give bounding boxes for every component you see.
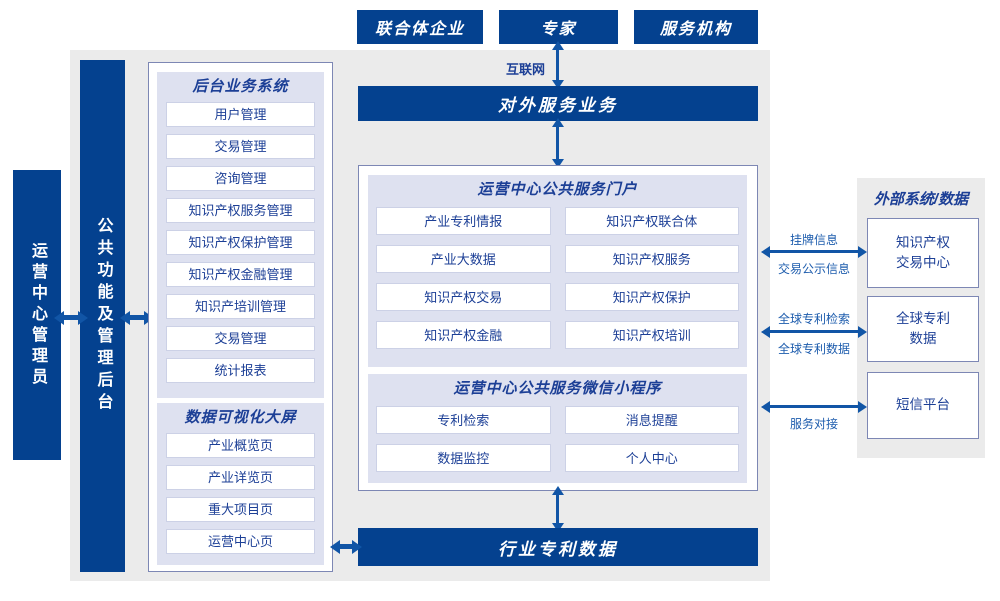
miniprogram-item: 专利检索 [376, 406, 551, 434]
portal-title: 运营中心公共服务门户 [477, 181, 638, 198]
link-label-trade-publicity-info: 交易公示信息 [777, 262, 850, 276]
dataviz-item: 产业概览页 [166, 433, 315, 458]
external-box-line: 短信平台 [896, 397, 950, 413]
portal-item: 知识产权保护 [564, 283, 739, 311]
external-box-line: 知识产权 [896, 234, 950, 250]
arrow-admin-to-backend-icon [64, 315, 78, 320]
arrow-backend-to-systems-icon [130, 315, 144, 320]
operations-admin-bar: 运营中心管理员 [13, 170, 61, 460]
portal-item: 产业专利情报 [376, 207, 551, 235]
arrow-service-to-portal-icon [556, 127, 559, 159]
arrow-portal-to-patent-data-icon [556, 495, 559, 523]
backend-item: 咨询管理 [166, 166, 315, 191]
external-systems-title: 外部系统/数据 [873, 191, 969, 208]
external-box-sms-platform: 短信平台 [867, 372, 979, 439]
link-label-global-patent-search: 全球专利检索 [777, 312, 850, 326]
actor-consortium-enterprises: 联合体企业 [357, 10, 483, 44]
arrow-dataviz-to-patent-data-icon [340, 544, 352, 549]
backend-item: 统计报表 [166, 358, 315, 383]
backend-item: 知识产权金融管理 [166, 262, 315, 287]
dataviz-item: 产业详览页 [166, 465, 315, 490]
actor-service-organizations: 服务机构 [634, 10, 758, 44]
data-visualization-title: 数据可视化大屏 [184, 409, 297, 426]
portal-item: 知识产权交易 [376, 283, 551, 311]
external-box-global-patent-data: 全球专利 数据 [867, 296, 979, 362]
portal-item: 知识产权培训 [564, 321, 739, 349]
actor-experts: 专家 [499, 10, 618, 44]
miniprogram-item: 个人中心 [564, 444, 739, 472]
external-box-line: 交易中心 [896, 255, 950, 270]
backend-business-system-panel: 后台业务系统 用户管理 交易管理 咨询管理 知识产权服务管理 知识产权保护管理 … [157, 72, 324, 398]
backend-item: 知识产权保护管理 [166, 230, 315, 255]
miniprogram-title: 运营中心公共服务微信小程序 [453, 380, 662, 397]
backend-item: 知识产权服务管理 [166, 198, 315, 223]
dataviz-item: 重大项目页 [166, 497, 315, 522]
portal-item: 知识产权联合体 [564, 207, 739, 235]
arrow-global-patent-data-icon [770, 330, 858, 333]
arrow-internet-vertical-icon [556, 50, 559, 80]
backend-system-list: 用户管理 交易管理 咨询管理 知识产权服务管理 知识产权保护管理 知识产权金融管… [157, 102, 324, 391]
internet-label: 互联网 [505, 62, 545, 77]
external-box-line: 全球专利 [896, 310, 950, 326]
industry-patent-data-bar: 行业专利数据 [358, 528, 758, 566]
portal-grid: 产业专利情报 知识产权联合体 产业大数据 知识产权服务 知识产权交易 知识产权保… [368, 205, 747, 357]
portal-item: 知识产权金融 [376, 321, 551, 349]
data-visualization-list: 产业概览页 产业详览页 重大项目页 运营中心页 [157, 433, 324, 562]
miniprogram-grid: 专利检索 消息提醒 数据监控 个人中心 [368, 404, 747, 480]
arrow-sms-platform-icon [770, 405, 858, 408]
backend-container: 后台业务系统 用户管理 交易管理 咨询管理 知识产权服务管理 知识产权保护管理 … [148, 62, 333, 572]
backend-system-title: 后台业务系统 [192, 78, 289, 95]
central-services-container: 运营中心公共服务门户 产业专利情报 知识产权联合体 产业大数据 知识产权服务 知… [358, 165, 758, 491]
backend-item: 交易管理 [166, 326, 315, 351]
public-service-portal-panel: 运营中心公共服务门户 产业专利情报 知识产权联合体 产业大数据 知识产权服务 知… [368, 175, 747, 367]
link-label-listing-info: 挂牌信息 [789, 233, 838, 247]
backend-item: 交易管理 [166, 134, 315, 159]
backend-item: 知识产培训管理 [166, 294, 315, 319]
external-service-business-bar: 对外服务业务 [358, 86, 758, 121]
miniprogram-item: 数据监控 [376, 444, 551, 472]
miniprogram-item: 消息提醒 [564, 406, 739, 434]
backend-item: 用户管理 [166, 102, 315, 127]
link-label-global-patent-data: 全球专利数据 [777, 342, 850, 356]
wechat-miniprogram-panel: 运营中心公共服务微信小程序 专利检索 消息提醒 数据监控 个人中心 [368, 374, 747, 483]
dataviz-item: 运营中心页 [166, 529, 315, 554]
portal-item: 知识产权服务 [564, 245, 739, 273]
external-box-ip-trading-center: 知识产权 交易中心 [867, 218, 979, 288]
external-box-line: 数据 [909, 331, 937, 346]
data-visualization-panel: 数据可视化大屏 产业概览页 产业详览页 重大项目页 运营中心页 [157, 403, 324, 565]
portal-item: 产业大数据 [376, 245, 551, 273]
arrow-ip-trading-center-icon [770, 250, 858, 253]
link-label-service-docking: 服务对接 [789, 417, 838, 431]
